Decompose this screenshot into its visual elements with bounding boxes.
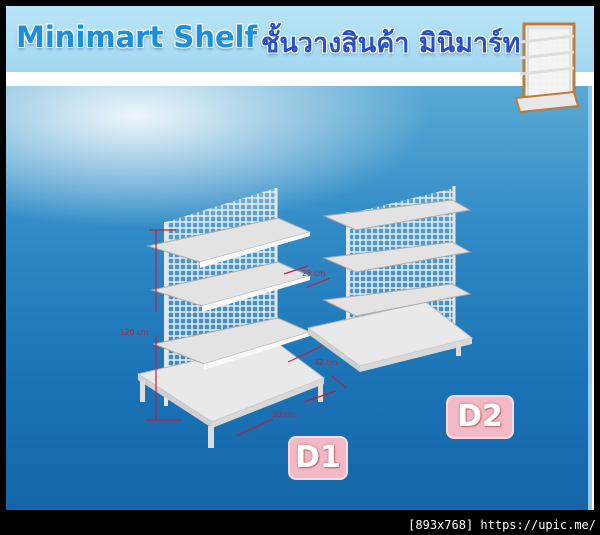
model-label-d2: D2 — [448, 397, 512, 437]
watermark: [893x768] https://upic.me/ — [408, 518, 596, 532]
shelf-d1 — [136, 188, 326, 448]
dimension-height: 120 cm — [120, 328, 148, 337]
shelf-d2 — [306, 186, 474, 372]
dimension-shelf-depth: 28 cm — [302, 269, 325, 278]
model-label-d1: D1 — [290, 438, 346, 478]
header: Minimart Shelf ชั้นวางสินค้า มินิมาร์ท — [6, 6, 594, 72]
title-thai: ชั้นวางสินค้า มินิมาร์ท — [261, 28, 521, 59]
shelf-illustration: 28 cm 120 cm 42 cm 90 cm — [120, 22, 580, 448]
dimension-width: 90 cm — [272, 410, 295, 419]
thumbnail-shelf-image — [514, 22, 580, 114]
dimension-lines — [146, 229, 347, 437]
dimension-base-depth: 42 cm — [314, 358, 337, 367]
title-english: Minimart Shelf — [15, 19, 258, 55]
product-banner: Minimart Shelf ชั้นวางสินค้า มินิมาร์ท — [6, 6, 594, 510]
